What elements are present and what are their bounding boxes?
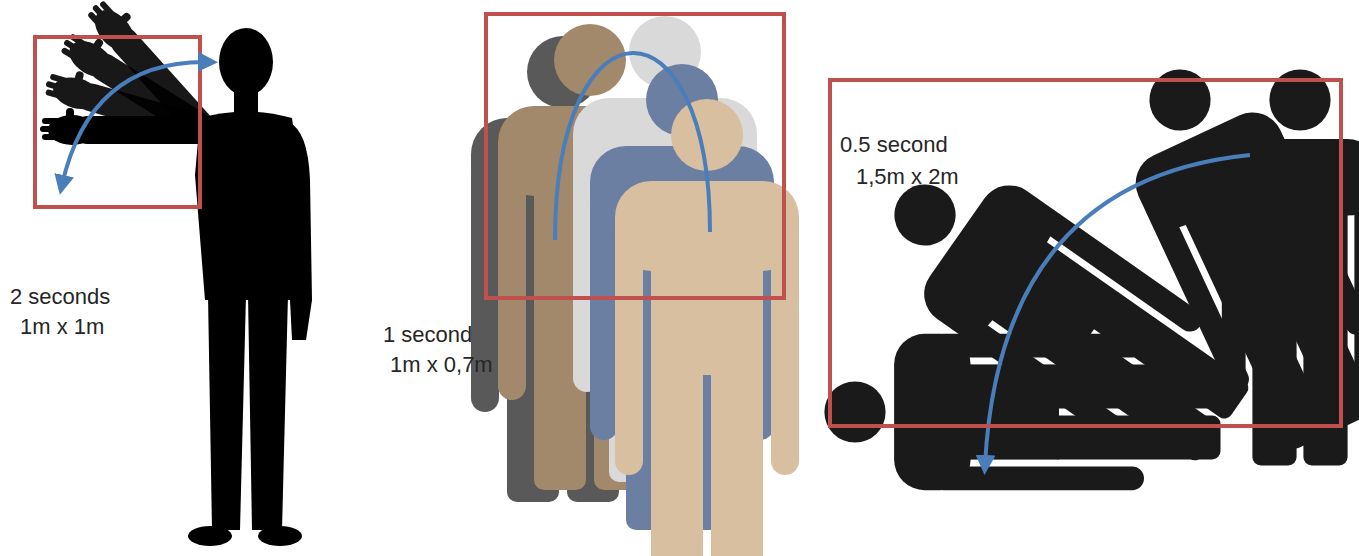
head bbox=[219, 28, 273, 96]
leg bbox=[208, 295, 246, 530]
motion-arrow bbox=[985, 155, 1250, 465]
region-label: 0.5 second bbox=[840, 132, 948, 158]
foot bbox=[258, 526, 302, 546]
human-silhouette bbox=[40, 0, 312, 546]
leg bbox=[248, 295, 288, 530]
neck bbox=[234, 86, 258, 114]
arm bbox=[40, 108, 210, 145]
dimension-label: 2 seconds bbox=[10, 284, 110, 310]
motion-arrow bbox=[62, 62, 208, 185]
dimension-label: 1m x 0,7m bbox=[390, 352, 493, 378]
dimension-label: 1 second bbox=[383, 322, 472, 348]
foot bbox=[188, 526, 232, 546]
region-box: 0.5 second 1,5m x 2m bbox=[828, 78, 1343, 428]
arm bbox=[284, 122, 312, 340]
torso bbox=[195, 112, 300, 301]
region-box bbox=[486, 14, 784, 298]
motion-arc bbox=[555, 53, 710, 240]
dimension-label: 1m x 1m bbox=[20, 314, 104, 340]
person-pictogram bbox=[824, 334, 1220, 490]
region-label: 1,5m x 2m bbox=[856, 164, 959, 190]
